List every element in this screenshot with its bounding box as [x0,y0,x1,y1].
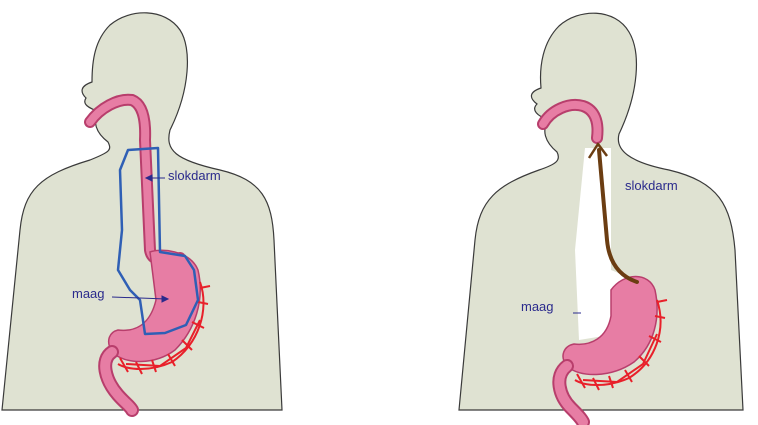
esophagus-label: slokdarm [625,178,678,193]
left-diagram-panel: slokdarm maag [0,0,379,425]
right-diagram-panel: slokdarm maag [379,0,758,425]
esophagus-label: slokdarm [168,168,221,183]
stomach-label: maag [521,299,554,314]
left-torso-illustration [0,0,379,425]
right-torso-illustration [379,0,758,425]
stomach-label: maag [72,286,105,301]
